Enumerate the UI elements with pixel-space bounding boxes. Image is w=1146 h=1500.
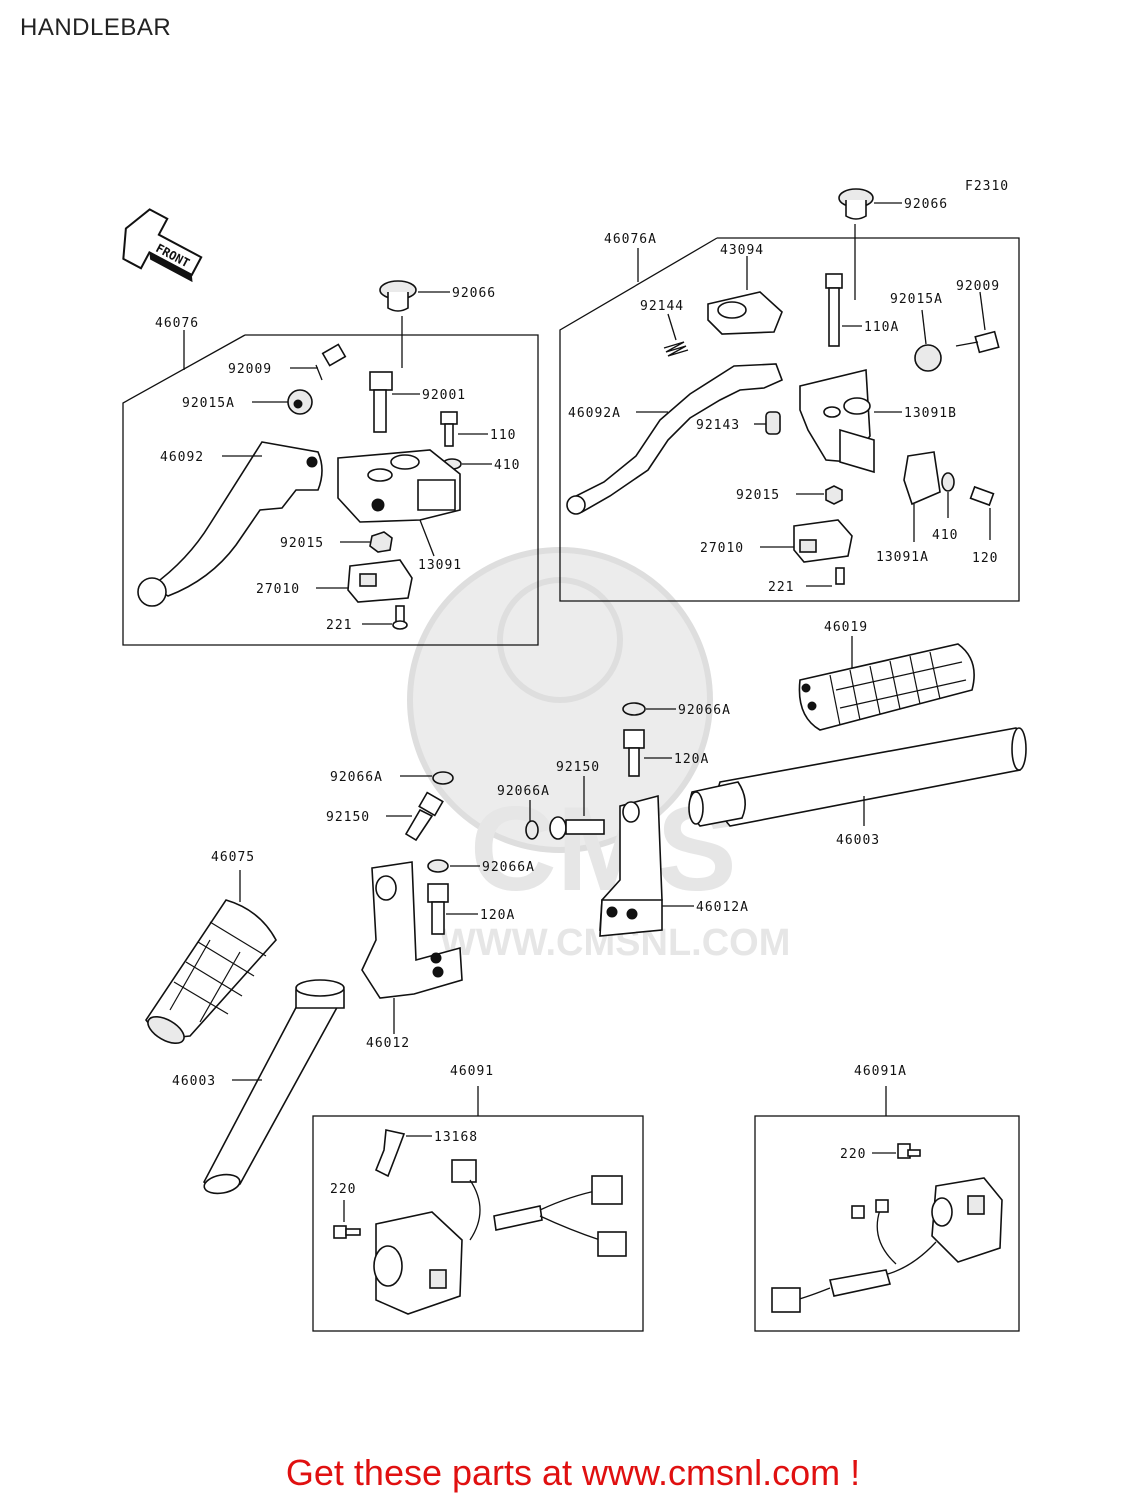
part-label: 27010 (700, 541, 744, 556)
part-label: 92066A (678, 703, 731, 718)
part-label: 120A (674, 752, 709, 767)
part-label: 92143 (696, 418, 740, 433)
handlebar-right: 46003 (688, 727, 1027, 848)
part-label: 46003 (172, 1074, 216, 1089)
part-label: 410 (932, 528, 958, 543)
clutch-lever-assembly: 46076 92066 92009 92015A 92001 110 410 (122, 280, 539, 646)
part-label: 92009 (228, 362, 272, 377)
part-label: 46075 (211, 850, 255, 865)
part-label: 92066 (452, 286, 496, 301)
part-label: 92015 (280, 536, 324, 551)
part-label: 92144 (640, 299, 684, 314)
throttle-grip: 46019 (798, 620, 975, 731)
part-label: 46012 (366, 1036, 410, 1051)
part-label: 46091 (450, 1064, 494, 1079)
bolt-92150-right: 92150 92066A (497, 760, 605, 840)
right-switch-assembly: 46091A 220 (754, 1064, 1020, 1332)
part-label: 27010 (256, 582, 300, 597)
part-label: 46092A (568, 406, 621, 421)
part-label: 46091A (854, 1064, 907, 1079)
part-label: 410 (494, 458, 520, 473)
part-label: 46019 (824, 620, 868, 635)
figure-code: F2310 (965, 179, 1009, 194)
bolt-120A-top: 120A (623, 729, 709, 777)
handlebar-left: 46003 (172, 979, 345, 1195)
part-label: 220 (840, 1147, 866, 1162)
part-label: 92066A (497, 784, 550, 799)
part-label: 92009 (956, 279, 1000, 294)
part-label: 92015A (890, 292, 943, 307)
part-label: 92150 (326, 810, 370, 825)
part-label: 46012A (696, 900, 749, 915)
holder-46012A: 46012A (599, 794, 749, 937)
brake-lever-assembly: 46076A 92066 43094 92144 110A 92015A 920… (559, 188, 1020, 602)
part-label: 110 (490, 428, 516, 443)
part-label: 92066A (482, 860, 535, 875)
left-grip: 46075 (145, 850, 277, 1045)
part-label: 221 (326, 618, 352, 633)
part-label: 46076A (604, 232, 657, 247)
part-label: 13091A (876, 550, 929, 565)
washer-92066A-top: 92066A (622, 702, 731, 718)
left-holder-hardware: 92066A 92150 92066A 120A (326, 770, 535, 935)
part-label: 120 (972, 551, 998, 566)
part-label: 92066 (904, 197, 948, 212)
part-label: 120A (480, 908, 515, 923)
part-label: 43094 (720, 243, 764, 258)
part-label: 92001 (422, 388, 466, 403)
part-label: 92066A (330, 770, 383, 785)
page-title: HANDLEBAR (20, 14, 172, 41)
part-label: 221 (768, 580, 794, 595)
part-label: 13091 (418, 558, 462, 573)
part-label: 92015A (182, 396, 235, 411)
front-arrow-icon: FRONT (122, 208, 203, 283)
part-label: 220 (330, 1182, 356, 1197)
holder-46012: 46012 (361, 861, 463, 1051)
part-label: 13168 (434, 1130, 478, 1145)
parts-diagram: CMS WWW.CMSNL.COM F2310 FRONT 46076 9206… (122, 179, 1027, 1332)
part-label: 13091B (904, 406, 957, 421)
part-label: 110A (864, 320, 899, 335)
part-label: 46092 (160, 450, 204, 465)
left-switch-assembly: 46091 13168 220 (312, 1064, 644, 1332)
part-label: 92150 (556, 760, 600, 775)
part-label: 46003 (836, 833, 880, 848)
part-label: 92015 (736, 488, 780, 503)
part-label: 46076 (155, 316, 199, 331)
footer-cta-link[interactable]: Get these parts at www.cmsnl.com ! (285, 1452, 861, 1493)
